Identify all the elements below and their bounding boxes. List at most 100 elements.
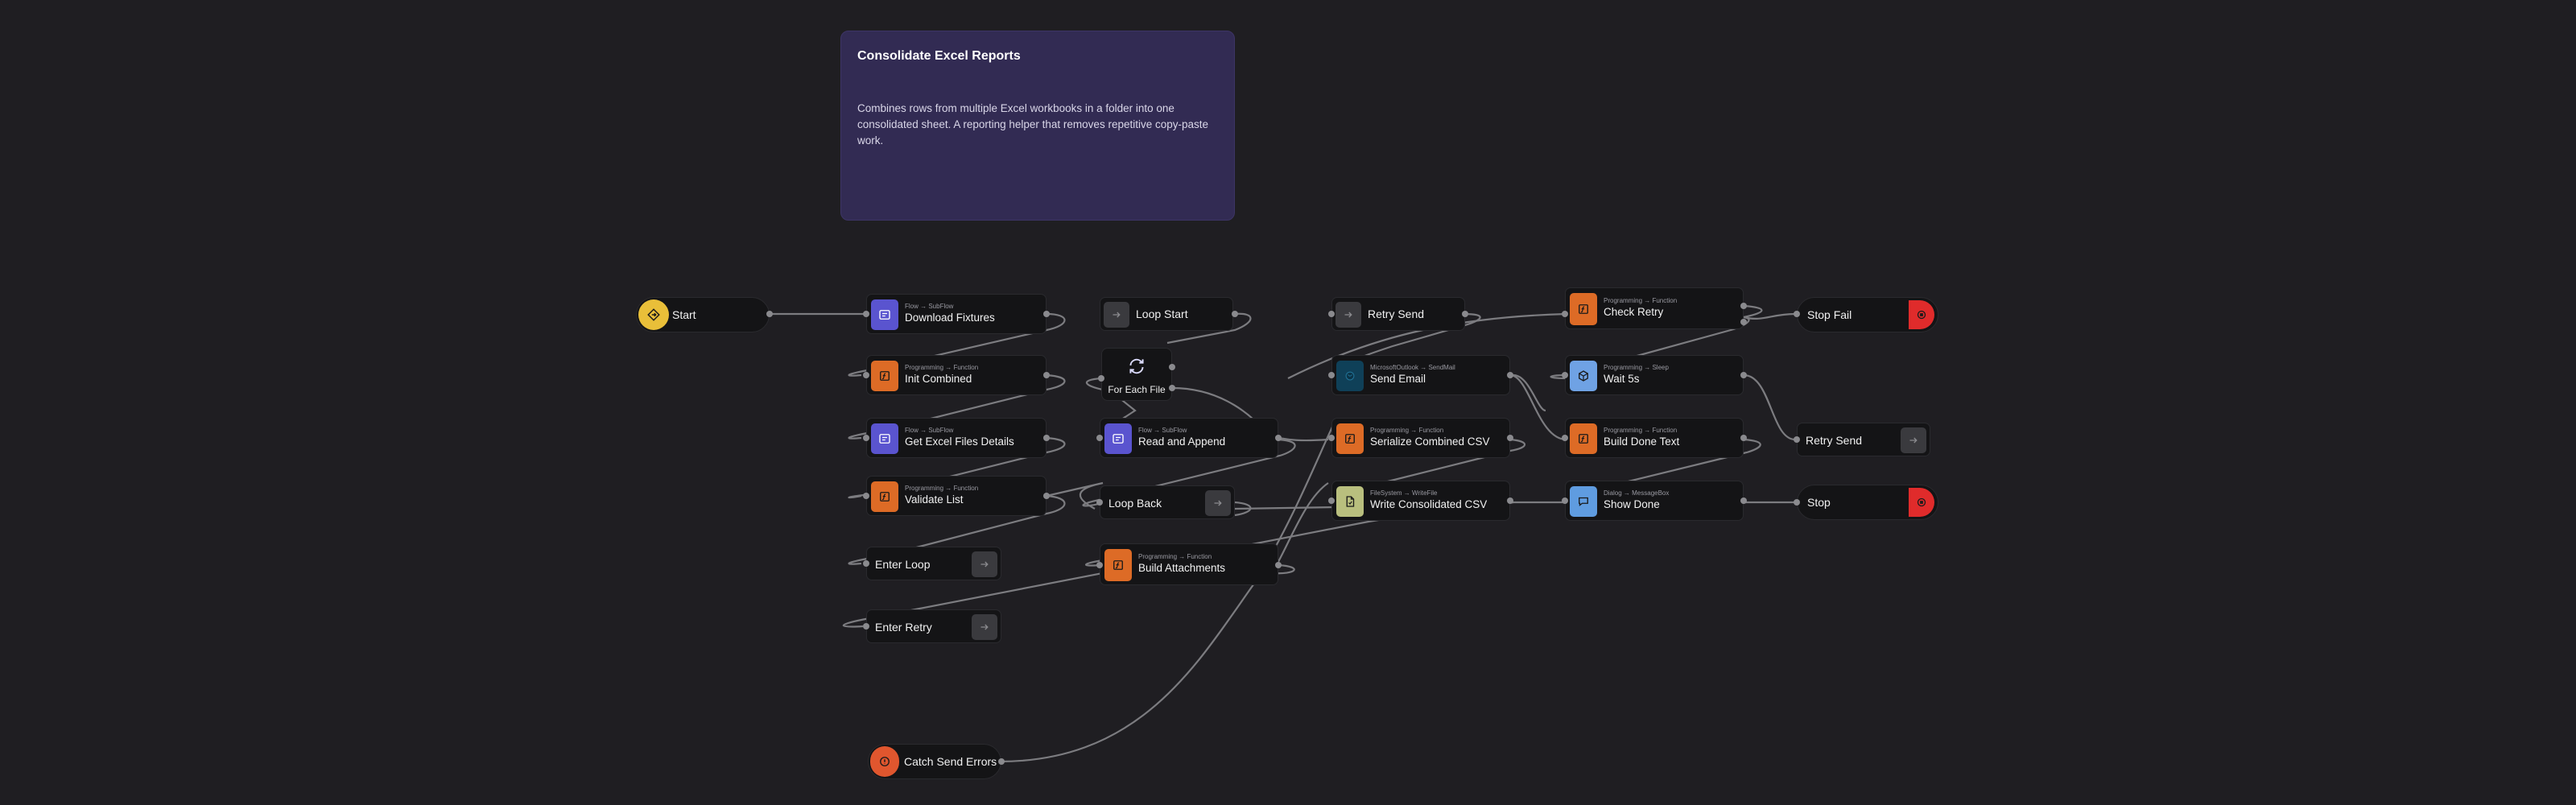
port[interactable] (1275, 435, 1282, 441)
node-catch-send-errors[interactable]: Catch Send Errors (868, 744, 1001, 779)
node-download-fixtures[interactable]: Flow → SubFlow Download Fixtures (866, 294, 1046, 334)
subflow-icon (871, 423, 898, 454)
port[interactable] (1096, 562, 1103, 568)
port[interactable] (1507, 372, 1513, 378)
port[interactable] (1043, 372, 1050, 378)
port[interactable] (1043, 311, 1050, 317)
node-label: Write Consolidated CSV (1370, 498, 1488, 510)
node-label: Retry Send (1806, 434, 1863, 447)
node-label: Show Done (1604, 498, 1660, 510)
port[interactable] (1507, 435, 1513, 441)
port[interactable] (1232, 311, 1238, 317)
node-loop-start[interactable]: Loop Start (1100, 297, 1233, 331)
node-write-consolidated-csv[interactable]: FileSystem → WriteFile Write Consolidate… (1331, 481, 1510, 521)
node-retry-send-goto[interactable]: Retry Send (1797, 423, 1930, 456)
port[interactable] (863, 560, 869, 567)
port[interactable] (1562, 497, 1568, 504)
node-stop[interactable]: Stop (1797, 485, 1938, 520)
note-title: Consolidate Excel Reports (857, 49, 1021, 63)
port[interactable] (1275, 562, 1282, 568)
port[interactable] (1328, 311, 1335, 317)
node-build-attachments[interactable]: Programming → Function Build Attachments (1100, 543, 1278, 585)
node-for-each-file[interactable]: For Each File (1101, 348, 1172, 401)
node-check-retry[interactable]: Programming → Function Check Retry (1565, 287, 1744, 329)
port[interactable] (1740, 319, 1747, 325)
stop-icon (1909, 488, 1934, 517)
node-serialize-combined-csv[interactable]: Programming → Function Serialize Combine… (1331, 418, 1510, 458)
port[interactable] (766, 311, 773, 317)
edge (1510, 374, 1546, 412)
node-wait-5s[interactable]: Programming → Sleep Wait 5s (1565, 355, 1744, 395)
port[interactable] (1096, 499, 1103, 506)
edge (1743, 374, 1796, 441)
edge (1234, 501, 1252, 517)
port[interactable] (998, 758, 1005, 765)
port[interactable] (1169, 364, 1175, 370)
workflow-description-note[interactable]: Consolidate Excel Reports Combines rows … (840, 31, 1235, 221)
node-label: Build Attachments (1138, 562, 1226, 574)
port[interactable] (1043, 493, 1050, 499)
node-validate-list[interactable]: Programming → Function Validate List (866, 476, 1046, 516)
port[interactable] (863, 623, 869, 630)
node-label: Check Retry (1604, 306, 1664, 318)
port[interactable] (1562, 311, 1568, 317)
arrow-right-icon (1104, 302, 1129, 328)
port[interactable] (863, 435, 869, 441)
port[interactable] (1328, 497, 1335, 504)
function-icon (1570, 293, 1597, 325)
arrow-right-icon (1335, 302, 1361, 328)
node-build-done-text[interactable]: Programming → Function Build Done Text (1565, 418, 1744, 458)
port[interactable] (1740, 303, 1747, 309)
node-enter-retry[interactable]: Enter Retry (866, 609, 1001, 643)
arrow-right-icon (972, 551, 997, 577)
cube-icon (1570, 361, 1597, 391)
port[interactable] (1740, 435, 1747, 441)
port[interactable] (863, 372, 869, 378)
node-label: Send Email (1370, 373, 1426, 385)
node-loop-back[interactable]: Loop Back (1100, 485, 1235, 519)
port[interactable] (1794, 311, 1800, 317)
stop-icon (1909, 300, 1934, 329)
node-get-excel-files-details[interactable]: Flow → SubFlow Get Excel Files Details (866, 418, 1046, 458)
arrow-right-icon (1901, 427, 1926, 453)
function-icon (1570, 423, 1597, 454)
port[interactable] (1794, 499, 1800, 506)
port[interactable] (1328, 435, 1335, 441)
message-icon (1570, 486, 1597, 517)
node-start[interactable]: Start (636, 297, 770, 332)
node-retry-send[interactable]: Retry Send (1331, 297, 1465, 331)
port[interactable] (1098, 375, 1104, 382)
port[interactable] (863, 493, 869, 499)
port[interactable] (1096, 435, 1103, 441)
node-type: Programming → Function (905, 364, 979, 371)
node-send-email[interactable]: MicrosoftOutlook → SendMail Send Email (1331, 355, 1510, 395)
node-type: Dialog → MessageBox (1604, 489, 1670, 497)
port[interactable] (1169, 385, 1175, 391)
node-label: Read and Append (1138, 436, 1226, 448)
node-type: Programming → Function (905, 485, 979, 492)
port[interactable] (1462, 311, 1468, 317)
port[interactable] (1507, 497, 1513, 504)
edge (999, 418, 1337, 763)
node-stop-fail[interactable]: Stop Fail (1797, 297, 1938, 332)
port[interactable] (1562, 372, 1568, 378)
port[interactable] (863, 311, 869, 317)
port[interactable] (1740, 372, 1747, 378)
port[interactable] (1794, 436, 1800, 443)
node-init-combined[interactable]: Programming → Function Init Combined (866, 355, 1046, 395)
node-type: MicrosoftOutlook → SendMail (1370, 364, 1455, 371)
port[interactable] (1328, 372, 1335, 378)
node-enter-loop[interactable]: Enter Loop (866, 547, 1001, 580)
arrow-right-icon (972, 614, 997, 640)
node-type: FileSystem → WriteFile (1370, 489, 1438, 497)
node-label: Catch Send Errors (904, 755, 997, 768)
port[interactable] (1740, 497, 1747, 504)
node-read-and-append[interactable]: Flow → SubFlow Read and Append (1100, 418, 1278, 458)
node-label: Get Excel Files Details (905, 436, 1014, 448)
port[interactable] (1562, 435, 1568, 441)
port[interactable] (1043, 435, 1050, 441)
subflow-icon (1104, 423, 1132, 454)
edge (1046, 481, 1104, 510)
node-show-done[interactable]: Dialog → MessageBox Show Done (1565, 481, 1744, 521)
